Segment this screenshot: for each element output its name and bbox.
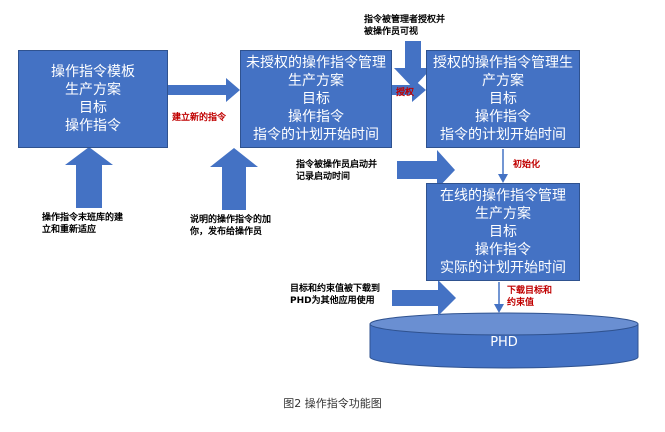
download-targets-label: 下载目标和 约束值 [507,285,552,309]
arrow-top-down-into-authorized [394,41,432,88]
template-box-line-2: 生产方案 [65,82,121,98]
started-note-label: 指令被操作员启动并 记录启动时间 [296,159,377,183]
authorized-box-line-1: 授权的操作指令管理生 [433,55,573,71]
online-box-line-5: 实际的计划开始时间 [440,260,566,276]
template-box-line-4: 操作指令 [65,118,121,134]
arrow-up-to-template [65,147,113,208]
template-box: 操作指令模板 生产方案 目标 操作指令 [18,50,168,148]
unauthorized-box: 未授权的操作指令管理 生产方案 目标 操作指令 指令的计划开始时间 [240,50,392,148]
download-targets-line-2: 约束值 [507,298,535,308]
library-note-line-2: 立和重新适应 [42,225,97,235]
unauthorized-box-line-3: 目标 [302,91,330,107]
phd-cylinder-body [369,323,639,369]
arrow-initialize-head [498,174,508,183]
arrow-up-to-unauthorized [210,148,258,210]
create-new-label: 建立新的指令 [172,113,227,123]
authorized-box-line-4: 操作指令 [475,109,531,125]
library-note-line-1: 操作指令末班库的建 [42,213,124,223]
download-note-label: 目标和约束值被下载到 PHD为其他应用使用 [290,283,380,307]
arrow-started-into-online [397,150,455,189]
library-note-label: 操作指令末班库的建 立和重新适应 [42,212,123,236]
unauthorized-box-line-1: 未授权的操作指令管理 [246,55,386,71]
initialize-label: 初始化 [513,160,541,170]
unauthorized-box-line-5: 指令的计划开始时间 [253,127,379,143]
download-note-line-2: PHD为其他应用使用 [290,296,375,306]
online-box: 在线的操作指令管理 生产方案 目标 操作指令 实际的计划开始时间 [426,183,580,281]
online-box-line-3: 目标 [489,224,517,240]
explain-note-line-2: 你，发布给操作员 [190,227,263,237]
top-note-label: 指令被管理者授权并 被操作员可视 [364,14,445,38]
download-note-line-1: 目标和约束值被下载到 [290,284,381,294]
arrow-template-to-unauthorized [168,78,240,102]
arrow-download-to-phd [392,280,456,316]
phd-database-cylinder [369,312,639,369]
download-targets-line-1: 下载目标和 [507,286,553,296]
top-note-line-2: 被操作员可视 [364,27,419,37]
online-box-line-1: 在线的操作指令管理 [440,188,566,204]
explain-note-label: 说明的操作指令的加 你，发布给操作员 [190,214,271,238]
arrow-download-targets-head [494,304,504,313]
authorized-box-line-2: 产方案 [482,73,524,89]
template-box-line-3: 目标 [79,100,107,116]
top-note-line-1: 指令被管理者授权并 [364,15,446,25]
online-box-line-4: 操作指令 [475,242,531,258]
authorized-box-line-3: 目标 [489,91,517,107]
unauthorized-box-line-2: 生产方案 [288,73,344,89]
online-box-line-2: 生产方案 [475,206,531,222]
phd-label: PHD [490,335,518,350]
authorized-box: 授权的操作指令管理生 产方案 目标 操作指令 指令的计划开始时间 [426,50,580,148]
authorized-box-line-5: 指令的计划开始时间 [440,127,566,143]
figure-caption: 图2 操作指令功能图 [283,397,382,410]
authorize-label: 授权 [396,88,415,98]
phd-cylinder-top [369,312,639,336]
template-box-line-1: 操作指令模板 [51,64,135,80]
arrow-unauthorized-to-authorized [392,78,426,102]
started-note-line-1: 指令被操作员启动并 [296,160,378,170]
unauthorized-box-line-4: 操作指令 [288,109,344,125]
explain-note-line-1: 说明的操作指令的加 [190,215,272,225]
started-note-line-2: 记录启动时间 [296,172,351,182]
